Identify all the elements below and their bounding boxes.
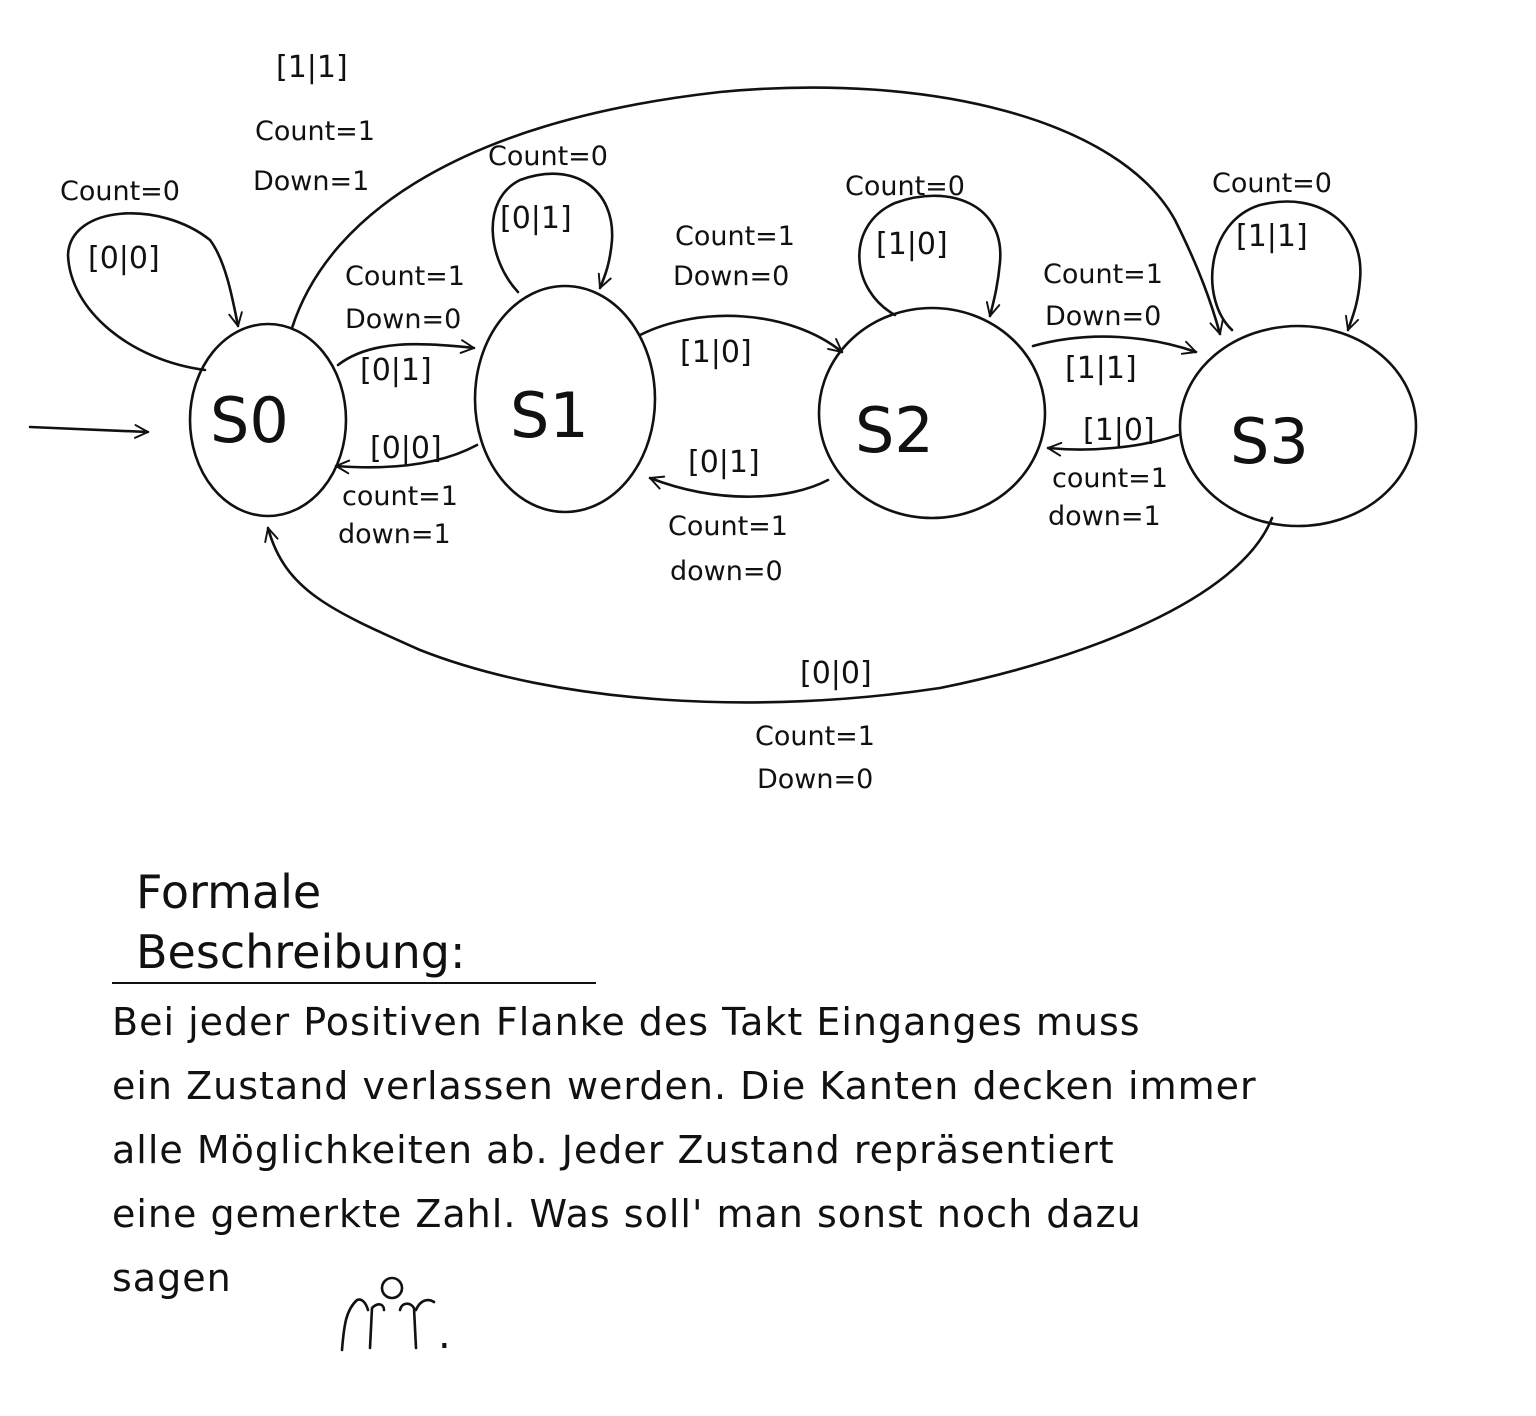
output-label: Count=1 (668, 511, 788, 542)
state-label: S2 (855, 394, 934, 467)
output-label: down=0 (670, 556, 783, 587)
label-edge-s0-s1: Count=1 Down=0 [0|1] (345, 261, 465, 388)
input-label: [1|1] (1236, 219, 1308, 254)
output-label: count=1 (1052, 463, 1168, 494)
state-s3: S3 (1178, 324, 1418, 528)
output-label: down=1 (338, 519, 451, 550)
input-label: [1|0] (680, 335, 752, 370)
formal-description: Formale Beschreibung: Bei jeder Positive… (112, 862, 1392, 1382)
input-label: [0|1] (360, 353, 432, 388)
description-line: alle Möglichkeiten ab. Jeder Zustand rep… (112, 1128, 1115, 1172)
state-label: S3 (1230, 405, 1309, 478)
output-label: Down=1 (253, 166, 369, 197)
description-line: eine gemerkte Zahl. Was soll' man sonst … (112, 1192, 1142, 1236)
input-label: [1|1] (1065, 351, 1137, 386)
edge-s3-s2 (1046, 433, 1180, 457)
edge-s1-s2 (638, 314, 844, 354)
output-label: Count=0 (60, 176, 180, 207)
edge-s0-s3 (290, 86, 1224, 336)
output-label: Count=1 (255, 116, 375, 147)
label-edge-s0-s3: [1|1] Count=1 Down=1 (253, 50, 375, 197)
output-label: Count=0 (845, 171, 965, 202)
self-loop-s0 (66, 212, 243, 372)
output-label: down=1 (1048, 501, 1161, 532)
description-title: Formale Beschreibung: (112, 862, 596, 984)
input-label: [0|1] (500, 201, 572, 236)
output-label: Count=0 (488, 141, 608, 172)
self-loop-s3 (1210, 200, 1362, 332)
input-label: [0|0] (800, 656, 872, 691)
output-label: Down=0 (345, 304, 461, 335)
shrug-figure-icon: . (340, 1276, 451, 1358)
label-loop-s1: Count=0 [0|1] (488, 141, 608, 236)
input-label: [1|1] (276, 50, 348, 85)
state-s1: S1 (473, 284, 657, 514)
label-loop-s3: Count=0 [1|1] (1212, 168, 1332, 254)
description-line: sagen (112, 1256, 232, 1300)
input-label: [0|0] (370, 431, 442, 466)
state-label: S0 (210, 384, 289, 457)
output-label: Count=1 (755, 721, 875, 752)
label-edge-s1-s2: Count=1 Down=0 [1|0] (673, 221, 795, 370)
self-loop-s2 (858, 194, 1002, 318)
edge-s3-s0 (264, 516, 1274, 704)
label-edge-s2-s3: Count=1 Down=0 [1|1] (1043, 259, 1163, 386)
output-label: Count=1 (1043, 259, 1163, 290)
label-loop-s2: Count=0 [1|0] (845, 171, 965, 262)
state-s2: S2 (817, 306, 1047, 520)
input-label: [0|0] (88, 241, 160, 276)
description-line: Bei jeder Positiven Flanke des Takt Eing… (112, 1000, 1141, 1044)
label-edge-s3-s2: [1|0] count=1 down=1 (1048, 413, 1168, 532)
label-edge-s1-s0: [0|0] count=1 down=1 (338, 431, 458, 550)
label-edge-s3-s0: [0|0] Count=1 Down=0 (755, 656, 875, 795)
edge-s2-s1 (648, 475, 830, 498)
description-line: ein Zustand verlassen werden. Die Kanten… (112, 1064, 1257, 1108)
output-label: Count=1 (675, 221, 795, 252)
output-label: Count=1 (345, 261, 465, 292)
output-label: Down=0 (1045, 301, 1161, 332)
edge-s2-s3 (1031, 335, 1198, 355)
state-s0: S0 (188, 322, 348, 518)
input-label: [1|0] (876, 227, 948, 262)
input-label: [0|1] (688, 445, 760, 480)
state-label: S1 (510, 379, 589, 452)
self-loop-s1 (491, 172, 614, 294)
output-label: Count=0 (1212, 168, 1332, 199)
output-label: Down=0 (673, 261, 789, 292)
edge-s1-s0 (334, 443, 479, 475)
trailing-period: . (438, 1312, 451, 1358)
output-label: Down=0 (757, 764, 873, 795)
edge-s0-s1 (336, 339, 476, 367)
output-label: count=1 (342, 481, 458, 512)
initial-arrow (28, 424, 150, 439)
input-label: [1|0] (1083, 413, 1155, 448)
label-edge-s2-s1: [0|1] Count=1 down=0 (668, 445, 788, 587)
label-loop-s0: Count=0 [0|0] (60, 176, 180, 276)
